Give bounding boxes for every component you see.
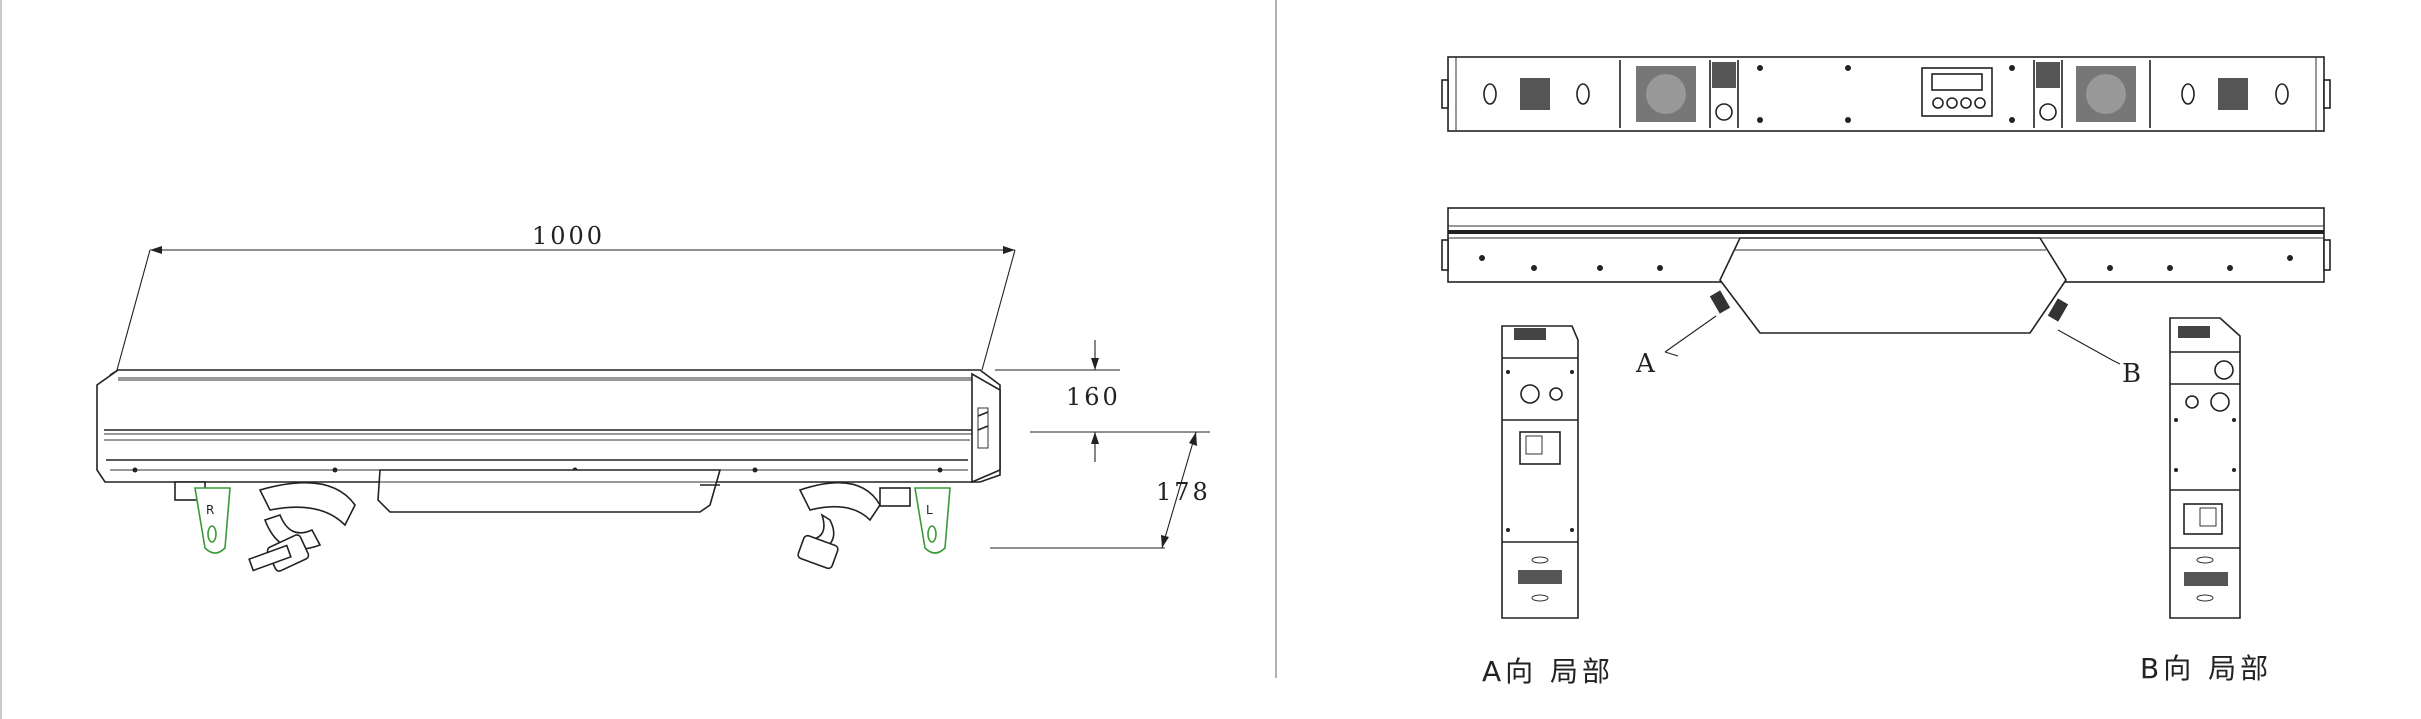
- left-vent-grille: [1520, 78, 1550, 110]
- depth-label: 178: [1156, 478, 1211, 506]
- left-mount-bracket: R: [174, 481, 356, 572]
- end-cap-label-plate: [977, 407, 989, 449]
- bar-body: [96, 369, 1001, 483]
- svg-text:R: R: [206, 503, 214, 517]
- callout-b-label: B: [2122, 359, 2141, 389]
- length-label: 1000: [532, 222, 605, 250]
- lower-housing: [377, 469, 722, 513]
- dimension-length: 1000: [116, 222, 1016, 371]
- a-direction-detail: [1501, 325, 1579, 619]
- right-bracket-plate: [914, 487, 951, 554]
- callout-b: B: [2057, 329, 2141, 389]
- callout-a: A: [1635, 315, 1717, 379]
- caption-b-view: B向 局部: [2140, 652, 2272, 685]
- right-mount-bracket: L: [797, 482, 951, 570]
- front-view: [1441, 207, 2331, 334]
- dimension-height: 160: [995, 340, 1121, 462]
- end-cap: [971, 372, 1001, 484]
- left-bracket-plate: [194, 487, 231, 554]
- height-label: 160: [1066, 383, 1121, 411]
- b-direction-detail: [2169, 317, 2241, 619]
- top-view: [1441, 56, 2331, 132]
- dimension-depth: 178: [990, 431, 1211, 549]
- callout-a-label: A: [1635, 349, 1656, 379]
- front-lower-housing: [1719, 237, 2067, 334]
- caption-a-view: A向 局部: [1482, 655, 1614, 688]
- isometric-view: R L: [96, 369, 1001, 572]
- svg-text:L: L: [926, 503, 933, 517]
- right-vent-grille: [2218, 78, 2248, 110]
